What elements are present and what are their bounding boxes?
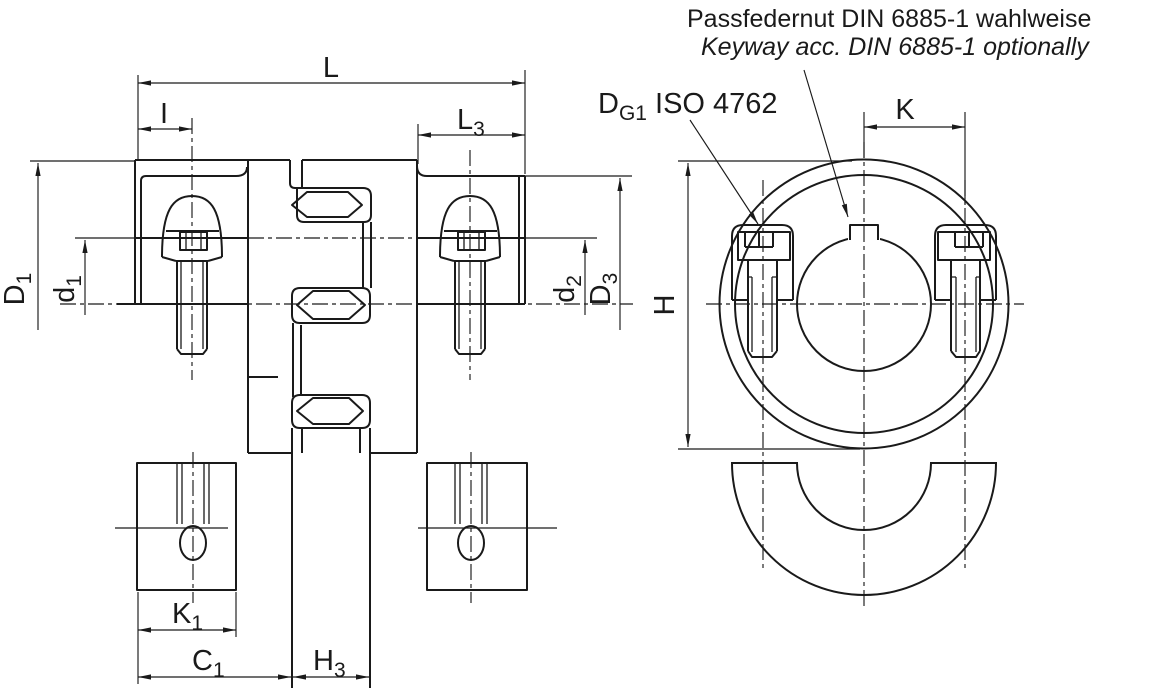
- clamp-screw-left-front: [731, 180, 794, 568]
- screw-pocket: [731, 224, 794, 300]
- dim-label-d1: d1: [49, 275, 86, 303]
- front-view-dimension-lines: [678, 69, 966, 450]
- keyway-note-english: Keyway acc. DIN 6885-1 optionally: [701, 33, 1090, 61]
- hex-socket: [457, 231, 486, 251]
- clamp-screw-right-section: [439, 150, 501, 380]
- screw-pocket: [934, 224, 997, 300]
- hex-socket: [954, 232, 984, 248]
- screw-head-pocket-dome: [439, 195, 501, 258]
- spider-tooth-top: [291, 191, 363, 218]
- screw-standard-label: DG1 ISO 4762: [598, 88, 778, 125]
- dim-label-d2: d2: [549, 275, 586, 303]
- side-view-dimension-lines: [30, 70, 632, 684]
- thread-hole-lines: [176, 463, 210, 524]
- dim-label-L3: L3: [457, 104, 485, 141]
- dim-label-C1: C1: [192, 645, 225, 682]
- clamp-screw-left-section: [161, 118, 223, 380]
- dim-label-K1: K1: [172, 598, 203, 635]
- dim-label-H: H: [649, 295, 681, 316]
- spider-tooth-middle: [296, 290, 366, 320]
- hex-socket: [179, 231, 208, 251]
- front-view: H K DG1 ISO 4762 Passfedernut DIN 6885-1…: [598, 5, 1091, 610]
- keyway-note-german: Passfedernut DIN 6885-1 wahlweise: [687, 5, 1091, 33]
- side-view: L I L3 D1 d1 d2 D3 K1 C1 H3: [0, 52, 633, 688]
- lower-hub-half: [730, 462, 998, 596]
- spider-teeth-section: [289, 160, 372, 453]
- dim-label-D1: D1: [0, 273, 36, 306]
- front-view-arrowheads: [685, 124, 965, 447]
- thread-hole-lines: [454, 463, 488, 524]
- side-view-arrowheads: [35, 80, 623, 680]
- keyway: [849, 224, 879, 240]
- clamp-block-right: [418, 452, 557, 603]
- spider-tooth-bottom: [296, 397, 364, 425]
- clamp-screw-right-front: [934, 180, 997, 568]
- dim-label-D3: D3: [585, 273, 622, 306]
- dim-label-K: K: [895, 94, 915, 126]
- clamp-block-left: [115, 452, 237, 603]
- screw-head: [937, 231, 991, 261]
- dim-label-L: L: [323, 52, 339, 84]
- dim-label-H3: H3: [313, 645, 346, 682]
- dim-label-I: I: [160, 98, 168, 130]
- hex-socket: [744, 232, 774, 248]
